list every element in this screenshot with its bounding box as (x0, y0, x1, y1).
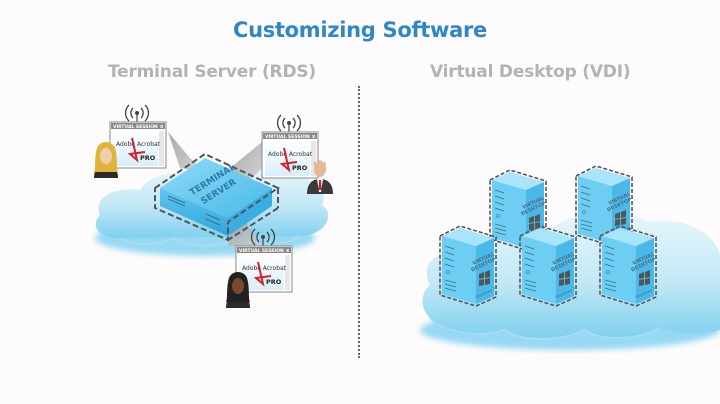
windows-logo-icon (639, 270, 650, 286)
virtual-session-window: VIRTUAL SESSION x Adobe Acrobat PRO (261, 114, 319, 179)
terminal-server: TERMINAL SERVER (154, 152, 281, 242)
app-name: Adobe Acrobat (242, 265, 287, 272)
session-title: VIRTUAL SESSION (239, 248, 284, 254)
user-avatar-man-suit (307, 160, 333, 194)
app-badge: PRO (266, 278, 282, 286)
close-icon[interactable]: x (312, 134, 316, 140)
wireless-icon (276, 114, 302, 132)
connection-cone-2 (230, 142, 262, 182)
close-icon[interactable]: x (160, 124, 164, 130)
app-name: Adobe Acrobat (268, 151, 313, 158)
app-badge: PRO (292, 164, 308, 172)
app-name: Adobe Acrobat (116, 141, 161, 148)
page-title: Customizing Software (232, 18, 488, 42)
connection-cone-1 (168, 132, 205, 172)
wireless-icon (250, 228, 276, 246)
app-badge: PRO (140, 154, 156, 162)
session-title: VIRTUAL SESSION (113, 124, 158, 130)
terminal-server-heading: Terminal Server (RDS) (108, 62, 316, 82)
user-avatar-dark-hair-woman (226, 272, 250, 308)
virtual-desktop-heading: Virtual Desktop (VDI) (430, 62, 631, 82)
close-icon[interactable]: x (286, 248, 290, 254)
session-title: VIRTUAL SESSION (265, 134, 310, 140)
virtual-session-window: VIRTUAL SESSION x Adobe Acrobat PRO (109, 104, 167, 169)
windows-logo-icon (559, 270, 570, 286)
wireless-icon (124, 104, 150, 122)
windows-logo-icon (479, 270, 490, 286)
user-avatar-blonde-woman (94, 142, 118, 178)
section-divider (358, 86, 360, 358)
windows-logo-icon (615, 210, 626, 226)
